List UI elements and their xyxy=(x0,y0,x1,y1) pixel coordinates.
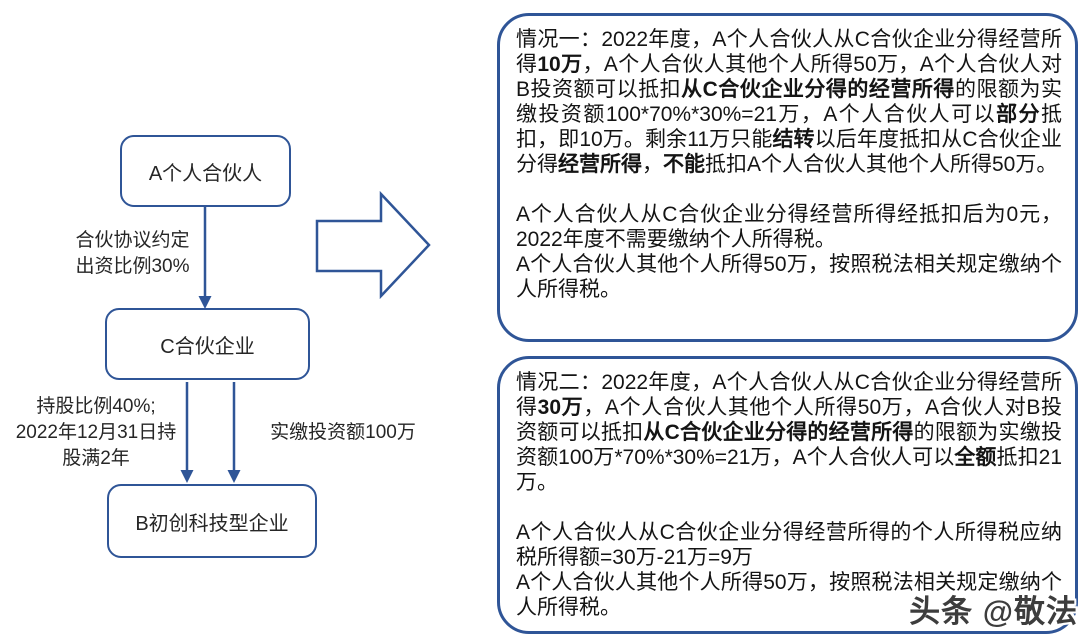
paragraph xyxy=(516,495,1062,520)
node-b-label: B初创科技型企业 xyxy=(135,512,289,535)
paragraph: A个人合伙人从C合伙企业分得经营所得的个人所得税应纳税所得额=30万-21万=9… xyxy=(516,521,1062,569)
node-a-label: A个人合伙人 xyxy=(148,162,263,185)
arrow-a-to-c xyxy=(198,207,212,309)
paragraph: 情况一：2022年度，A个人合伙人从C合伙企业分得经营所得10万，A个人合伙人其… xyxy=(516,28,1063,176)
paragraph: A个人合伙人其他个人所得50万，按照税法相关规定缴纳个人所得税。 xyxy=(516,253,1062,301)
edge-label-shareholding: 持股比例40%; 2022年12月31日持 股满2年 xyxy=(15,396,177,469)
case1-panel: 情况一：2022年度，A个人合伙人从C合伙企业分得经营所得10万，A个人合伙人其… xyxy=(497,13,1078,342)
node-c-partnership-enterprise: C合伙企业 xyxy=(105,308,310,380)
edge-label-paid-in-investment: 实缴投资额100万 xyxy=(270,422,416,443)
paragraph: A个人合伙人从C合伙企业分得经营所得经抵扣后为0元，2022年度不需要缴纳个人所… xyxy=(516,203,1062,251)
paragraph: A个人合伙人其他个人所得50万，按照税法相关规定缴纳个人所得税。 xyxy=(516,571,1062,619)
paragraph xyxy=(516,177,1062,202)
case2-panel: 情况二：2022年度，A个人合伙人从C合伙企业分得经营所得30万，A个人合伙人其… xyxy=(497,356,1078,634)
node-c-label: C合伙企业 xyxy=(160,335,255,358)
edge-label-capital-ratio: 合伙协议约定 出资比例30% xyxy=(75,230,190,277)
node-a-individual-partner: A个人合伙人 xyxy=(120,135,291,207)
arrow-c-to-b-right xyxy=(227,382,241,483)
node-b-startup-tech-enterprise: B初创科技型企业 xyxy=(107,484,317,558)
case1-text: 情况一：2022年度，A个人合伙人从C合伙企业分得经营所得10万，A个人合伙人其… xyxy=(516,27,1062,302)
big-right-arrow-icon xyxy=(315,190,431,300)
case2-text: 情况二：2022年度，A个人合伙人从C合伙企业分得经营所得30万，A个人合伙人其… xyxy=(516,370,1062,620)
arrow-c-to-b-left xyxy=(180,382,194,483)
toutiao-watermark: 头条 @敬法 xyxy=(909,594,1078,629)
flowchart-connectors xyxy=(180,190,431,483)
paragraph: 情况二：2022年度，A个人合伙人从C合伙企业分得经营所得30万，A个人合伙人其… xyxy=(516,371,1063,494)
